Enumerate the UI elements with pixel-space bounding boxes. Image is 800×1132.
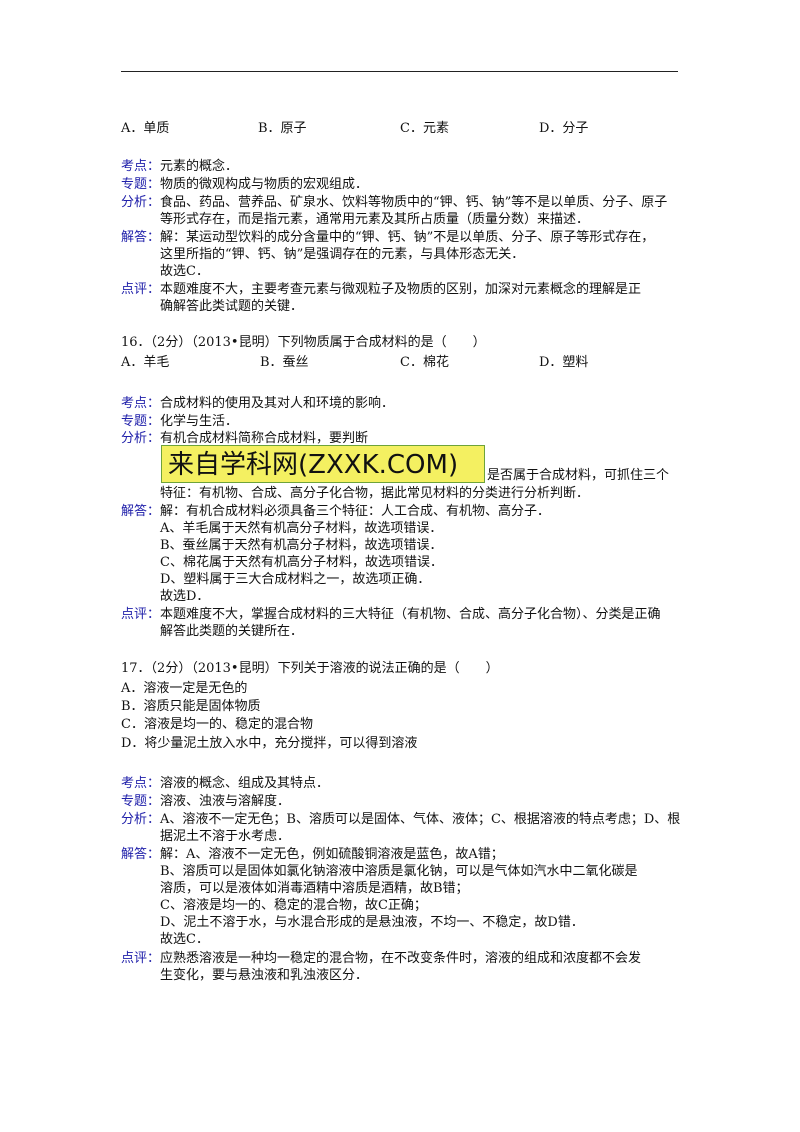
q16-zhuanti-label: 专题： xyxy=(121,414,161,429)
q15-jieda-line: 解：某运动型饮料的成分含量中的“钾、钙、钠”不是以单质、分子、原子等形式存在， xyxy=(160,230,655,245)
q16-fenxi-line: 是否属于合成材料，可抓住三个 xyxy=(487,468,670,483)
q17-zhuanti: 溶液、浊液与溶解度． xyxy=(160,794,291,809)
q15-kaodian: 元素的概念． xyxy=(160,159,239,174)
q16-zhuanti: 化学与生活． xyxy=(160,414,239,429)
q16-jieda-label: 解答： xyxy=(121,504,161,519)
q17-dianping-line: 应熟悉溶液是一种均一稳定的混合物，在不改变条件时，溶液的组成和浓度都不会发 xyxy=(160,951,642,966)
q15-fenxi-label: 分析： xyxy=(121,195,161,210)
q15-kaodian-label: 考点： xyxy=(121,159,161,174)
q15-jieda-line: 这里所指的“钾、钙、钠”是强调存在的元素，与具体形态无关． xyxy=(160,247,525,262)
q15-dianping-label: 点评： xyxy=(121,282,161,297)
q16-fenxi-line: 有机合成材料简称合成材料，要判断 xyxy=(160,431,369,446)
q15-jieda-label: 解答： xyxy=(121,230,161,245)
q15-option-b: B．原子 xyxy=(258,121,307,136)
q17-kaodian-label: 考点： xyxy=(121,776,161,791)
q17-fenxi-line: A、溶液不一定无色；B、溶质可以是固体、气体、液体；C、根据溶液的特点考虑；D、… xyxy=(160,812,681,827)
q16-kaodian-label: 考点： xyxy=(121,396,161,411)
q17-dianping-line: 生变化，要与悬浊液和乳浊液区分． xyxy=(160,968,369,983)
q15-dianping-line: 本题难度不大，主要考查元素与微观粒子及物质的区别，加深对元素概念的理解是正 xyxy=(160,282,642,297)
q15-jieda-line: 故选C． xyxy=(160,264,209,279)
q17-option-b: B．溶质只能是固体物质 xyxy=(121,699,261,714)
watermark-banner: 来自学科网(ZXXK.COM) xyxy=(161,445,485,483)
q17-jieda-line: 解：A、溶液不一定无色，例如硫酸铜溶液是蓝色，故A错； xyxy=(160,847,504,862)
q16-jieda-line: B、蚕丝属于天然有机高分子材料，故选项错误． xyxy=(160,538,443,553)
q17-jieda-line: 故选C． xyxy=(160,932,209,947)
q15-option-a: A．单质 xyxy=(121,121,170,136)
q16-jieda-line: C、棉花属于天然有机高分子材料，故选项错误． xyxy=(160,555,443,570)
q17-jieda-line: B、溶质可以是固体如氯化钠溶液中溶质是氯化钠，可以是气体如汽水中二氧化碳是 xyxy=(160,864,638,879)
q17-kaodian: 溶液的概念、组成及其特点． xyxy=(160,776,330,791)
q16-option-c: C．棉花 xyxy=(400,355,449,370)
q16-option-d: D．塑料 xyxy=(539,355,589,370)
header-rule xyxy=(121,71,678,72)
q15-option-c: C．元素 xyxy=(400,121,449,136)
q17-jieda-line: 溶质，可以是液体如消毒酒精中溶质是酒精，故B错； xyxy=(160,881,469,896)
q15-fenxi-line: 等形式存在，而是指元素，通常用元素及其所占质量（质量分数）来描述． xyxy=(160,212,590,227)
q17-option-c: C．溶液是均一的、稳定的混合物 xyxy=(121,717,313,732)
q16-dianping-label: 点评： xyxy=(121,607,161,622)
q16-dianping-line: 解答此类题的关键所在． xyxy=(160,624,304,639)
q17-jieda-label: 解答： xyxy=(121,847,161,862)
q17-jieda-line: D、泥土不溶于水，与水混合形成的是悬浊液，不均一、不稳定，故D错． xyxy=(160,915,584,930)
q15-dianping-line: 确解答此类试题的关键． xyxy=(160,299,304,314)
q17-dianping-label: 点评： xyxy=(121,951,161,966)
q16-kaodian: 合成材料的使用及其对人和环境的影响． xyxy=(160,396,395,411)
q15-zhuanti-label: 专题： xyxy=(121,177,161,192)
q17-option-a: A．溶液一定是无色的 xyxy=(121,681,248,696)
q17-option-d: D．将少量泥土放入水中，充分搅拌，可以得到溶液 xyxy=(121,736,418,751)
q16-dianping-line: 本题难度不大，掌握合成材料的三大特征（有机物、合成、高分子化合物）、分类是正确 xyxy=(160,607,661,622)
q16-option-b: B．蚕丝 xyxy=(260,355,309,370)
q16-jieda-line: A、羊毛属于天然有机高分子材料，故选项错误． xyxy=(160,521,443,536)
q17-jieda-line: C、溶液是均一的、稳定的混合物，故C正确； xyxy=(160,898,427,913)
q15-fenxi-line: 食品、药品、营养品、矿泉水、饮料等物质中的“钾、钙、钠”等不是以单质、分子、原子 xyxy=(160,195,668,210)
q16-fenxi-line: 特征：有机物、合成、高分子化合物，据此常见材料的分类进行分析判断． xyxy=(160,486,590,501)
q17-zhuanti-label: 专题： xyxy=(121,794,161,809)
q16-jieda-line: D、塑料属于三大合成材料之一，故选项正确． xyxy=(160,572,431,587)
q16-stem: 16．（2分）（2013•昆明）下列物质属于合成材料的是（ ） xyxy=(121,335,486,350)
q16-jieda-line: 解：有机合成材料必须具备三个特征：人工合成、有机物、高分子． xyxy=(160,504,551,519)
q16-option-a: A．羊毛 xyxy=(121,355,170,370)
q17-stem: 17．（2分）（2013•昆明）下列关于溶液的说法正确的是（ ） xyxy=(121,661,499,676)
q16-fenxi-label: 分析： xyxy=(121,431,161,446)
q15-option-d: D．分子 xyxy=(539,121,589,136)
q17-fenxi-line: 据泥土不溶于水考虑． xyxy=(160,829,291,844)
q17-fenxi-label: 分析： xyxy=(121,812,161,827)
q16-jieda-line: 故选D． xyxy=(160,589,210,604)
q15-zhuanti: 物质的微观构成与物质的宏观组成． xyxy=(160,177,369,192)
